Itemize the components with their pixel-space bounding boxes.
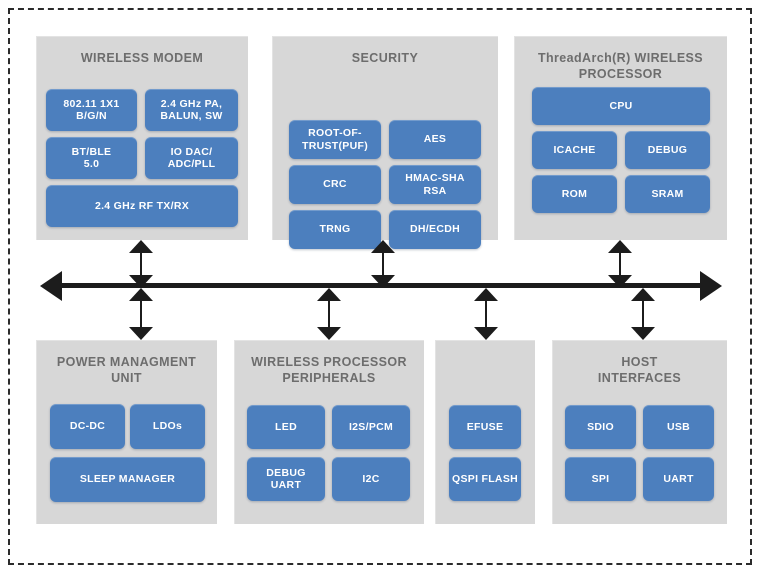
block-dc-dc[interactable]: DC-DC: [50, 404, 125, 449]
bus-arrowhead-left-icon: [40, 271, 62, 301]
arrowhead-up-icon: [129, 288, 153, 301]
connector-shaft: [382, 247, 384, 281]
block-ldos[interactable]: LDOs: [130, 404, 205, 449]
connector-shaft: [140, 247, 142, 281]
panel-power-management-unit: POWER MANAGMENT UNIT DC-DC LDOs SLEEP MA…: [36, 340, 217, 524]
connector-threadarch-to-bus: [608, 240, 632, 288]
connector-bus-to-peripherals: [317, 288, 341, 340]
panel-memory-fuse: EFUSE QSPI FLASH: [435, 340, 535, 524]
connector-shaft: [140, 295, 142, 333]
block-spi[interactable]: SPI: [565, 457, 636, 501]
connector-wireless-modem-to-bus: [129, 240, 153, 288]
block-cpu[interactable]: CPU: [532, 87, 710, 125]
panel-title-power-management-unit: POWER MANAGMENT UNIT: [56, 355, 197, 385]
arrowhead-down-icon: [317, 327, 341, 340]
panel-wireless-processor-peripherals: WIRELESS PROCESSOR PERIPHERALS LED I2S/P…: [234, 340, 424, 524]
arrowhead-up-icon: [317, 288, 341, 301]
block-i2s-pcm[interactable]: I2S/PCM: [332, 405, 410, 449]
connector-shaft: [619, 247, 621, 281]
block-rom[interactable]: ROM: [532, 175, 617, 213]
panel-title-threadarch-wireless-processor: ThreadArch(R) WIRELESS PROCESSOR: [537, 51, 704, 81]
panel-title-wireless-modem: WIRELESS MODEM: [80, 51, 204, 65]
connector-shaft: [642, 295, 644, 333]
block-dh-ecdh[interactable]: DH/ECDH: [389, 210, 481, 249]
panel-wireless-modem: WIRELESS MODEM 802.11 1X1 B/G/N 2.4 GHz …: [36, 36, 248, 240]
connector-bus-to-host-interfaces: [631, 288, 655, 340]
block-bt-ble[interactable]: BT/BLE 5.0: [46, 137, 137, 179]
block-aes[interactable]: AES: [389, 120, 481, 159]
connector-shaft: [485, 295, 487, 333]
arrowhead-down-icon: [474, 327, 498, 340]
panel-title-host-interfaces: HOST INTERFACES: [597, 355, 682, 385]
block-crc[interactable]: CRC: [289, 165, 381, 204]
block-io-dac-adc-pll[interactable]: IO DAC/ ADC/PLL: [145, 137, 238, 179]
block-sram[interactable]: SRAM: [625, 175, 710, 213]
panel-title-security: SECURITY: [351, 51, 419, 65]
panel-host-interfaces: HOST INTERFACES SDIO USB SPI UART: [552, 340, 727, 524]
block-hmac-sha-rsa[interactable]: HMAC-SHA RSA: [389, 165, 481, 204]
block-usb[interactable]: USB: [643, 405, 714, 449]
block-i2c[interactable]: I2C: [332, 457, 410, 501]
block-debug[interactable]: DEBUG: [625, 131, 710, 169]
connector-bus-to-power-management: [129, 288, 153, 340]
block-sleep-manager[interactable]: SLEEP MANAGER: [50, 457, 205, 502]
block-icache[interactable]: ICACHE: [532, 131, 617, 169]
arrowhead-up-icon: [631, 288, 655, 301]
panel-security: SECURITY ROOT-OF- TRUST(PUF) AES CRC HMA…: [272, 36, 498, 249]
panel-title-wireless-processor-peripherals: WIRELESS PROCESSOR PERIPHERALS: [251, 355, 407, 385]
panel-threadarch-wireless-processor: ThreadArch(R) WIRELESS PROCESSOR CPU ICA…: [514, 36, 727, 240]
block-sdio[interactable]: SDIO: [565, 405, 636, 449]
system-bus[interactable]: [61, 283, 701, 288]
connector-shaft: [328, 295, 330, 333]
arrowhead-up-icon: [474, 288, 498, 301]
connector-bus-to-efuse-flash: [474, 288, 498, 340]
arrowhead-up-icon: [608, 240, 632, 253]
block-wifi-80211[interactable]: 802.11 1X1 B/G/N: [46, 89, 137, 131]
block-efuse[interactable]: EFUSE: [449, 405, 521, 449]
arrowhead-down-icon: [129, 327, 153, 340]
block-qspi-flash[interactable]: QSPI FLASH: [449, 457, 521, 501]
block-rf-tx-rx[interactable]: 2.4 GHz RF TX/RX: [46, 185, 238, 227]
block-debug-uart[interactable]: DEBUG UART: [247, 457, 325, 501]
block-uart[interactable]: UART: [643, 457, 714, 501]
block-root-of-trust[interactable]: ROOT-OF- TRUST(PUF): [289, 120, 381, 159]
arrowhead-up-icon: [371, 240, 395, 253]
arrowhead-up-icon: [129, 240, 153, 253]
arrowhead-down-icon: [631, 327, 655, 340]
block-trng[interactable]: TRNG: [289, 210, 381, 249]
connector-security-to-bus: [371, 240, 395, 288]
block-pa-balun-sw[interactable]: 2.4 GHz PA, BALUN, SW: [145, 89, 238, 131]
bus-arrowhead-right-icon: [700, 271, 722, 301]
block-led[interactable]: LED: [247, 405, 325, 449]
